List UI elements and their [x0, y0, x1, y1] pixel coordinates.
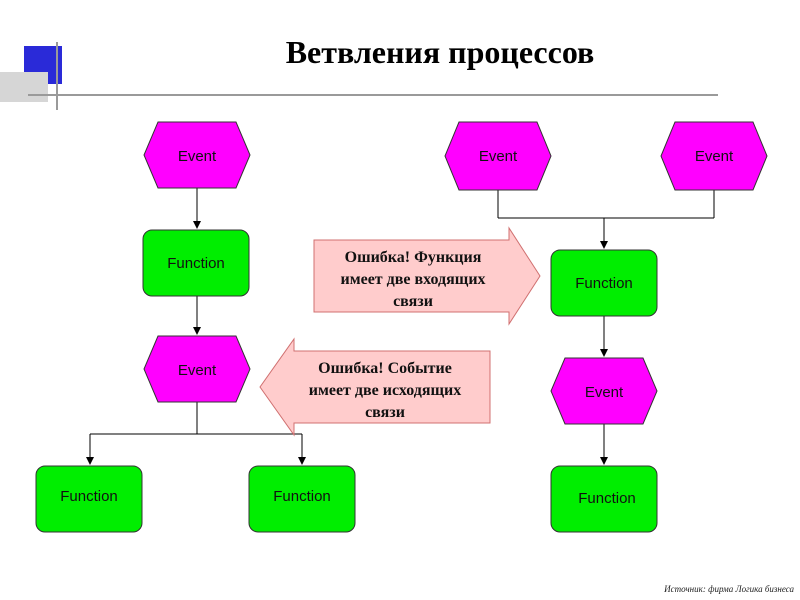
title-underline — [28, 94, 718, 96]
callout-function-error: Ошибка! Функция имеет две входящих связи — [313, 226, 541, 326]
function-right-mid: Function — [550, 249, 658, 317]
svg-text:Function: Function — [578, 490, 636, 507]
svg-text:Event: Event — [178, 362, 217, 379]
slide-title: Ветвления процессов — [285, 34, 595, 70]
function-left-mid: Function — [142, 229, 250, 297]
svg-text:Ошибка! Функция: Ошибка! Функция — [345, 249, 482, 266]
svg-text:Function: Function — [60, 488, 118, 505]
svg-text:имеет две исходящих: имеет две исходящих — [309, 382, 462, 399]
svg-text:Function: Function — [575, 275, 633, 292]
right-connectors — [497, 190, 715, 465]
source-note: Источник: фирма Логика бизнеса — [664, 584, 794, 594]
svg-text:Event: Event — [178, 148, 217, 165]
decor-gray-square — [0, 72, 48, 102]
callout-event-error: Ошибка! Событие имеет две исходящих связ… — [259, 337, 491, 437]
event-left-top: Event — [143, 121, 251, 189]
svg-text:Function: Function — [273, 488, 331, 505]
event-right-top-left: Event — [444, 121, 552, 191]
svg-text:Event: Event — [585, 384, 624, 401]
function-left-bottom-left: Function — [35, 465, 143, 533]
event-right-top-right: Event — [660, 121, 768, 191]
svg-text:связи: связи — [365, 404, 405, 421]
svg-text:связи: связи — [393, 293, 433, 310]
svg-text:Event: Event — [479, 148, 518, 165]
function-left-bottom-right: Function — [248, 465, 356, 533]
function-right-bottom: Function — [550, 465, 658, 533]
svg-text:имеет две входящих: имеет две входящих — [340, 271, 485, 288]
svg-text:Event: Event — [695, 148, 734, 165]
svg-text:Ошибка! Событие: Ошибка! Событие — [318, 360, 452, 377]
event-left-mid: Event — [143, 335, 251, 403]
event-right-mid: Event — [550, 357, 658, 425]
left-connectors — [86, 188, 306, 465]
svg-text:Function: Function — [167, 255, 225, 272]
decor-vertical-line — [56, 42, 58, 110]
